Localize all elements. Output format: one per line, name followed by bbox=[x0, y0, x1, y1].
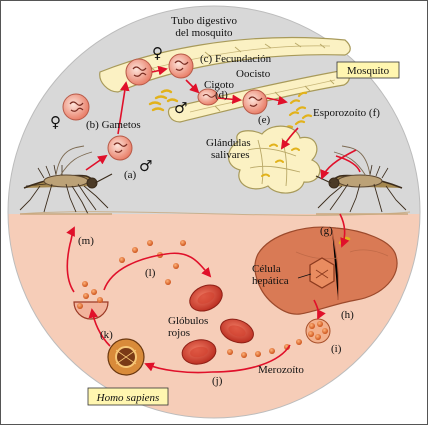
label-gametos: (b) Gametos bbox=[86, 119, 141, 131]
label-homo-sapiens: Homo sapiens bbox=[96, 392, 160, 404]
male-symbol-gut: ♂ bbox=[174, 99, 187, 117]
salivary-glands bbox=[227, 125, 321, 194]
label-g: (g) bbox=[320, 225, 333, 237]
mosquito-left bbox=[19, 145, 113, 215]
female-symbol-left: ♀ bbox=[50, 113, 61, 131]
label-gut-line2: del mosquito bbox=[175, 27, 233, 39]
label-esporozoito: Esporozoíto (f) bbox=[313, 107, 380, 119]
cycle-circle-outline bbox=[7, 5, 421, 419]
label-e: (e) bbox=[258, 114, 271, 126]
mosquito-label-box bbox=[336, 61, 400, 79]
label-k: (k) bbox=[100, 329, 113, 341]
female-symbol-gut: ♀ bbox=[152, 44, 163, 62]
label-glandulas-1: Glándulas bbox=[206, 137, 251, 149]
sporozoites bbox=[283, 91, 313, 131]
hepatic-cell-pointer bbox=[297, 273, 312, 279]
red-blood-cells bbox=[181, 284, 254, 365]
labels: Tubo digestivo del mosquito (c) Fecundac… bbox=[50, 15, 400, 406]
host-label-box bbox=[87, 387, 169, 406]
gamete-pair-gut bbox=[168, 53, 194, 79]
cycle-arrows bbox=[66, 65, 361, 374]
male-symbol-left: ♂ bbox=[139, 157, 152, 175]
label-globulos-1: Glóbulos bbox=[168, 315, 208, 327]
label-j: (j) bbox=[212, 375, 223, 387]
hepatic-cell bbox=[309, 257, 335, 289]
mosquito-right bbox=[315, 145, 408, 215]
label-globulos-2: rojos bbox=[168, 327, 190, 339]
label-cigoto: Cigoto bbox=[204, 79, 234, 91]
label-celula-2: hepática bbox=[252, 275, 289, 287]
infected-red-cell bbox=[107, 338, 145, 376]
gametocyte-b bbox=[62, 93, 90, 121]
label-h: (h) bbox=[341, 309, 354, 321]
label-mosquito: Mosquito bbox=[347, 65, 390, 77]
microgametes bbox=[148, 89, 179, 112]
schizont-cluster bbox=[305, 318, 331, 344]
label-m: (m) bbox=[78, 235, 94, 247]
label-d: (d) bbox=[215, 89, 228, 101]
label-a: (a) bbox=[124, 169, 137, 181]
label-oocisto: Oocisto bbox=[236, 68, 271, 80]
label-glandulas-2: salivares bbox=[211, 149, 249, 161]
label-l: (l) bbox=[145, 267, 156, 279]
label-fecundacion: (c) Fecundación bbox=[200, 53, 272, 65]
label-i: (i) bbox=[331, 343, 342, 355]
label-merozoito: Merozoíto bbox=[258, 364, 304, 376]
gamete-female-large bbox=[125, 58, 153, 86]
label-gut-line1: Tubo digestivo bbox=[171, 15, 237, 27]
gametocyte-a bbox=[107, 135, 133, 161]
merozoite-dots bbox=[82, 240, 302, 358]
zygote bbox=[197, 88, 219, 106]
label-celula-1: Célula bbox=[252, 263, 281, 275]
oocyst bbox=[242, 89, 268, 115]
